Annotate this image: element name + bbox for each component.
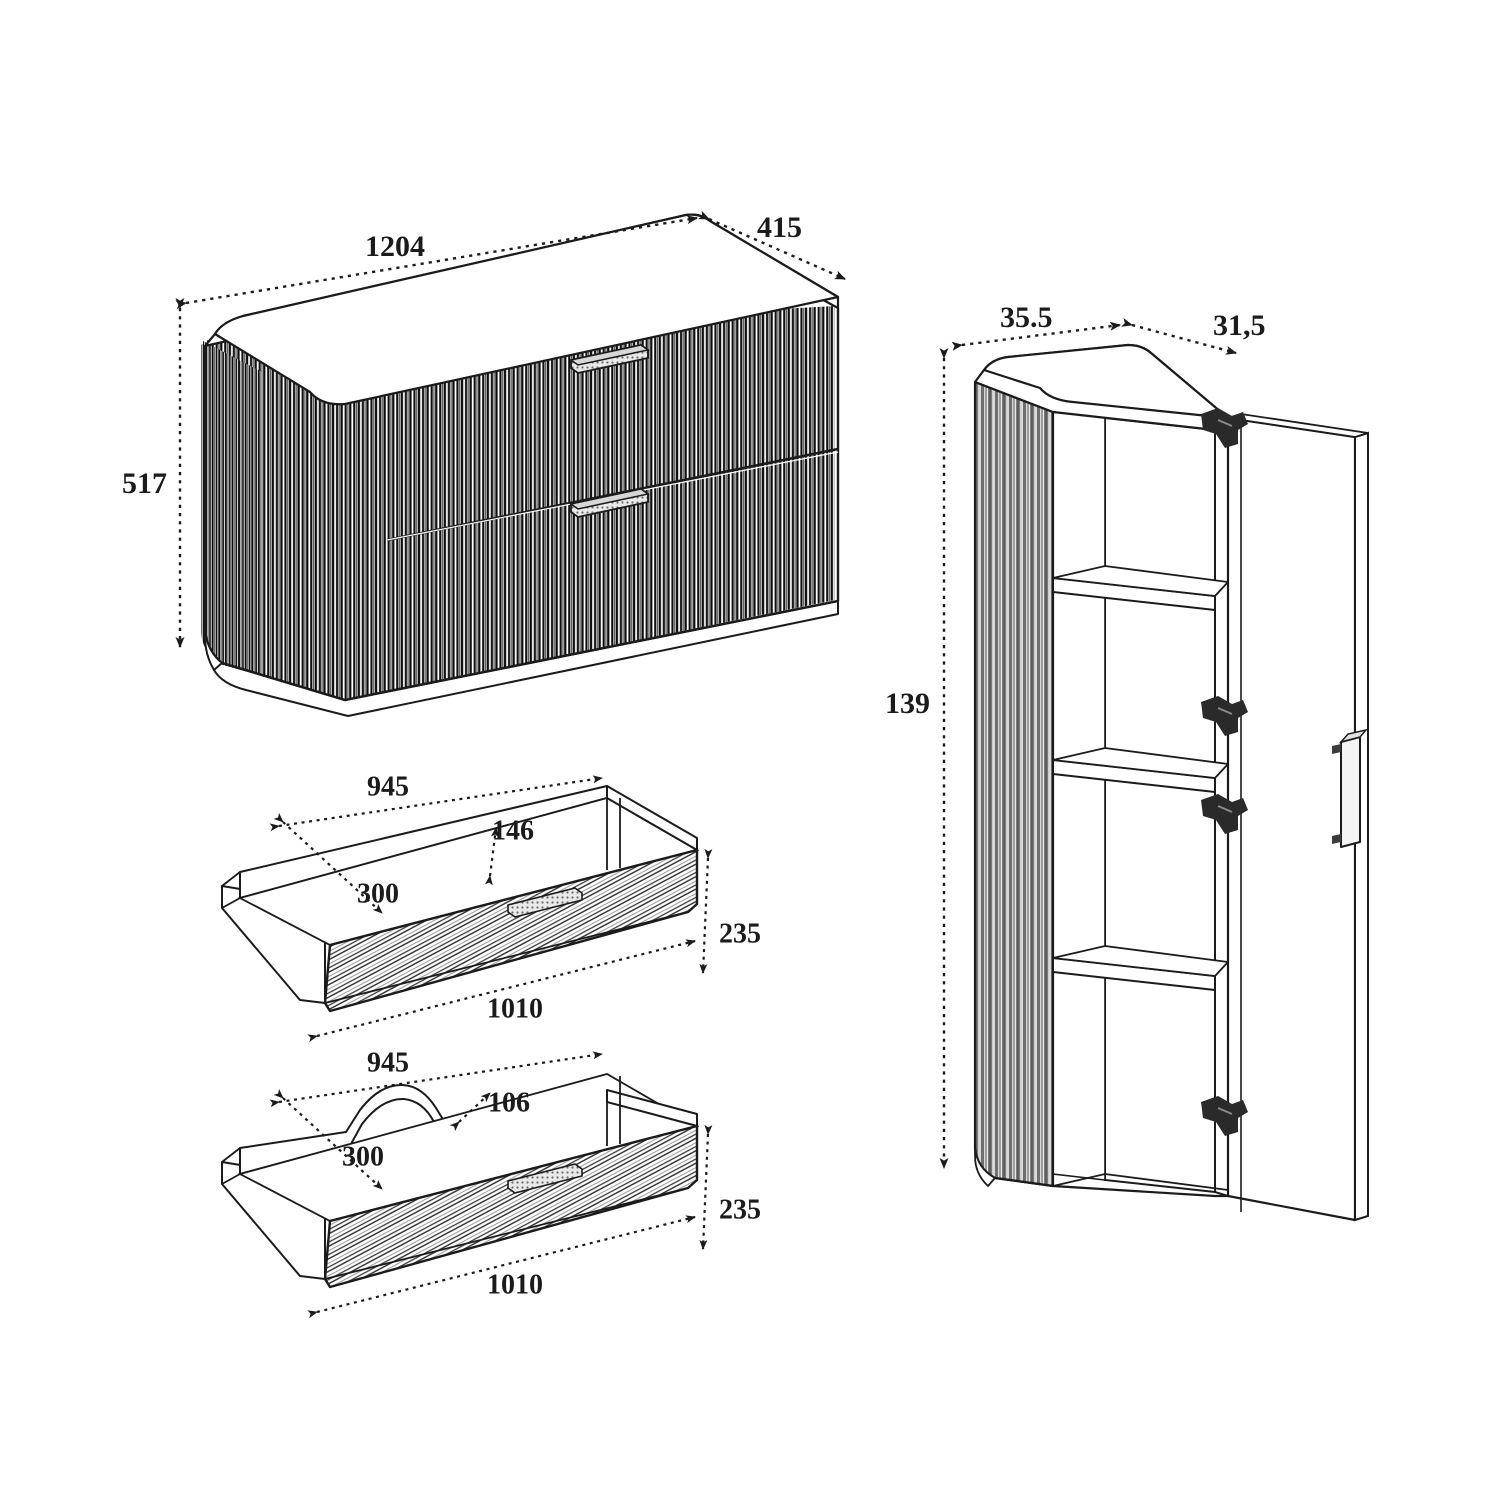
dim-dresser-width-label: 1204 (365, 230, 425, 263)
dim-drawer-lower-inner-height: 106 (449, 1087, 530, 1132)
cabinet-hinge-4 (1201, 1096, 1248, 1136)
dim-drawer-upper-front-width: 1010 (307, 939, 696, 1043)
dim-235-upper-label: 235 (719, 918, 761, 949)
drawer-lower-handle[interactable] (507, 1163, 583, 1194)
cabinet-bottom-edge (994, 1176, 1228, 1198)
dim-dresser-depth-label: 415 (757, 211, 802, 244)
cabinet-shelf-2 (1052, 747, 1230, 794)
dim-drawer-lower-front-height: 235 (699, 1124, 761, 1250)
dim-300-upper-label: 300 (357, 878, 399, 909)
dim-235-lower-label: 235 (719, 1194, 761, 1225)
drawer-upper-handle[interactable] (507, 887, 583, 918)
cabinet-hinge-1 (1201, 408, 1248, 448)
cabinet-corner-radius (974, 1147, 997, 1188)
dim-cabinet-height-label: 139 (885, 687, 930, 720)
cabinet-door-open[interactable] (1226, 413, 1369, 1222)
dim-cabinet-width-label: 35.5 (1000, 301, 1053, 334)
tall-cabinet-assembly: 35.5 31,5 139 (885, 301, 1369, 1222)
dim-drawer-lower-depth: 300 (273, 1088, 384, 1190)
dim-dresser-height-label: 517 (122, 467, 167, 500)
dresser-assembly: 1204 415 517 (122, 210, 846, 717)
dim-drawer-upper-front-height: 235 (699, 848, 761, 974)
dim-dresser-height: 517 (122, 298, 185, 648)
dresser-handle-lower[interactable] (569, 488, 650, 518)
cabinet-bottom-inner (1052, 1173, 1229, 1191)
drawer-lower-back-join (221, 1147, 241, 1185)
dim-cabinet-width: 35.5 (951, 301, 1121, 351)
drawer-lower-assembly: 945 106 300 235 1010 (221, 1047, 761, 1319)
dim-cabinet-depth-label: 31,5 (1213, 309, 1266, 342)
dim-945-upper-label: 945 (367, 771, 409, 802)
dim-dresser-width: 1204 (175, 215, 698, 310)
dim-drawer-upper-inner-height: 146 (484, 815, 534, 886)
dresser-plinth-line (213, 601, 839, 717)
dim-146-label: 146 (492, 815, 534, 846)
dim-945-lower-label: 945 (367, 1047, 409, 1078)
cabinet-inner-left (1052, 411, 1106, 1181)
dresser-corner-radius (204, 627, 224, 672)
cabinet-hinge-3 (1201, 794, 1248, 834)
dim-300-lower-label: 300 (342, 1141, 384, 1172)
dim-drawer-upper-depth: 300 (273, 812, 399, 914)
dim-1010-lower-label: 1010 (487, 1269, 543, 1300)
drawer-upper-assembly: 945 146 300 235 1010 (221, 771, 761, 1043)
dim-106-label: 106 (488, 1087, 530, 1118)
cabinet-door-handle[interactable] (1332, 728, 1369, 848)
dim-1010-upper-label: 1010 (487, 993, 543, 1024)
dim-cabinet-height: 139 (885, 348, 949, 1169)
cabinet-back-panel (1104, 416, 1216, 1194)
dresser-base-edge (221, 599, 839, 702)
dim-dresser-depth: 415 (698, 210, 846, 281)
cabinet-hinge-2 (1201, 696, 1248, 736)
dresser-handle-upper[interactable] (569, 344, 650, 374)
drawer-upper-back-join (221, 871, 241, 909)
dim-cabinet-depth: 31,5 (1121, 309, 1266, 355)
dim-drawer-lower-front-width: 1010 (307, 1215, 696, 1319)
cabinet-fluted-body (973, 380, 1055, 1188)
